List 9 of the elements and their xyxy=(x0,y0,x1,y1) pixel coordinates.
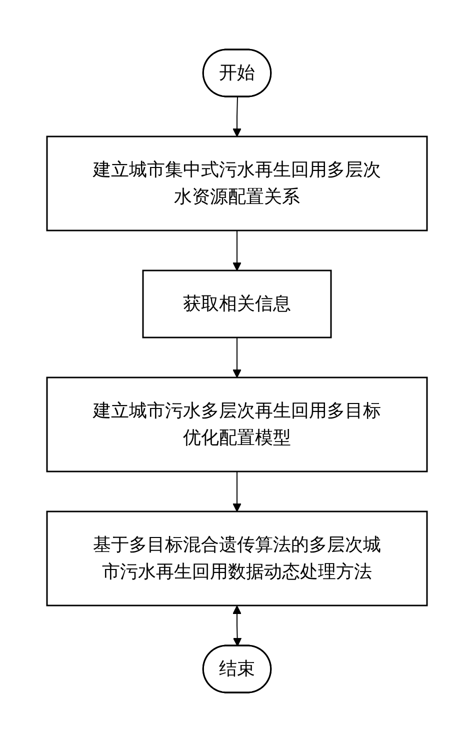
node-box: 建立城市污水多层次再生回用多目标优化配置模型 xyxy=(46,376,428,472)
arrow xyxy=(232,96,242,137)
node-box: 建立城市集中式污水再生回用多层次水资源配置关系 xyxy=(46,136,428,232)
arrow xyxy=(232,230,242,271)
arrow xyxy=(232,337,242,378)
node-box: 基于多目标混合遗传算法的多层次城市污水再生回用数据动态处理方法 xyxy=(46,510,428,606)
arrow xyxy=(232,471,242,512)
node-box: 获取相关信息 xyxy=(142,270,332,338)
arrow xyxy=(232,606,242,646)
